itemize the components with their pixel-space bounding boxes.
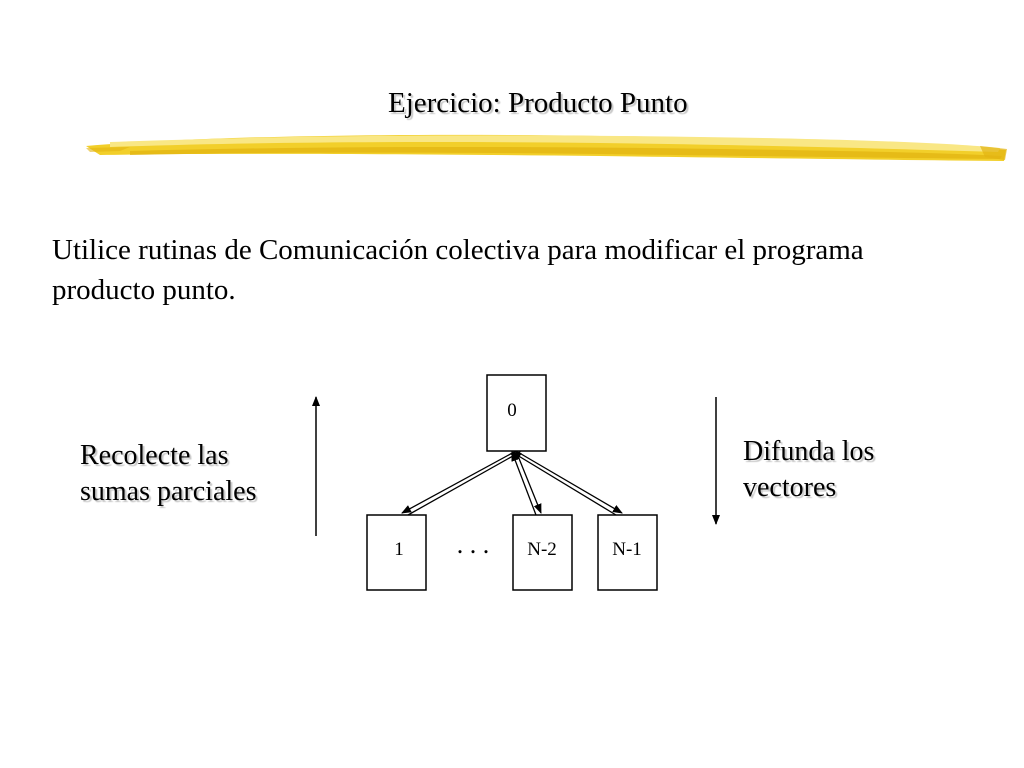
child-node-box-n-1 — [597, 514, 658, 591]
child-node-label-n-1: N-1 — [612, 539, 642, 560]
broadcast-label-line-2: vectores — [743, 472, 837, 503]
arrow-n-2-to-root — [511, 451, 537, 516]
child-node-box-1 — [366, 514, 427, 591]
root-node-label: 0 — [507, 400, 517, 421]
broadcast-label: Difunda los vectores — [743, 434, 874, 506]
body-text: Utilice rutinas de Comunicación colectiv… — [52, 234, 864, 306]
child-node-label-1: 1 — [394, 539, 404, 560]
broadcast-label-line-1: Difunda los — [743, 436, 875, 467]
arrow-root-to-n-1 — [515, 450, 623, 514]
arrow-n-1-to-root — [511, 451, 617, 516]
gather-label: Recolecte las sumas parciales — [80, 438, 257, 510]
root-node-box — [486, 374, 547, 452]
child-node-label-n-2: N-2 — [527, 539, 557, 560]
slide-title: Ejercicio: Producto Punto — [388, 87, 688, 119]
arrow-1-to-root — [407, 451, 521, 516]
arrow-root-to-n-2 — [515, 450, 542, 514]
arrow-root-to-1 — [401, 450, 517, 514]
gather-label-line-1: Recolecte las — [80, 440, 229, 471]
child-node-box-n-2 — [512, 514, 573, 591]
ellipsis: . . . — [457, 530, 490, 559]
gather-label-line-2: sumas parciales — [80, 476, 257, 507]
